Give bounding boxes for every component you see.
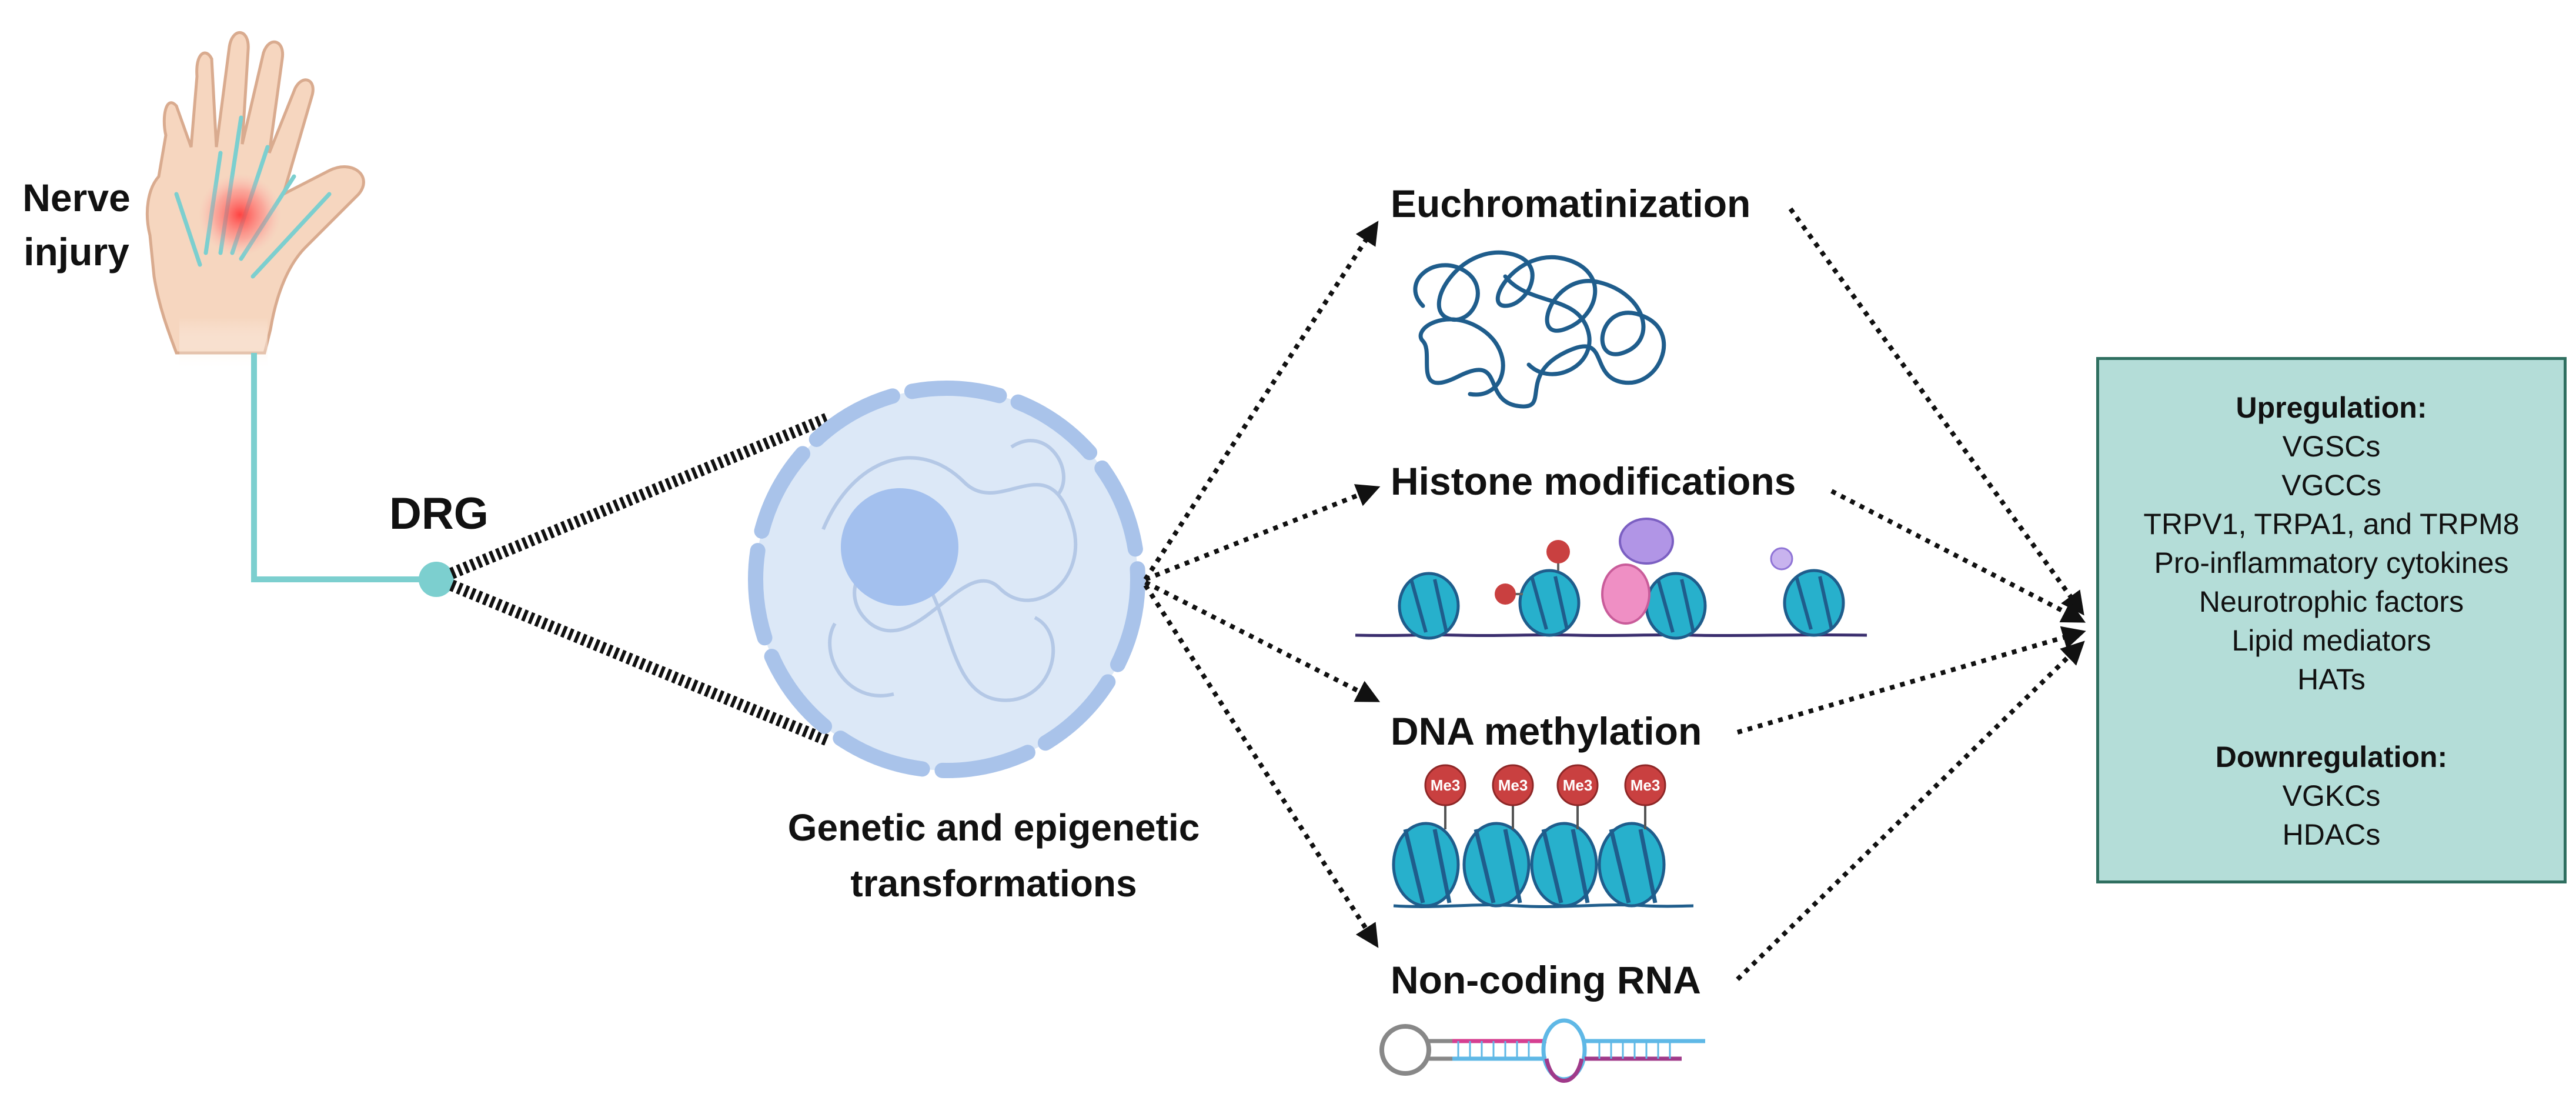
nucleus-to-mechanism-arrows [1143,221,1381,948]
regulation-summary-box: Upregulation: VGSCs VGCCs TRPV1, TRPA1, … [2096,357,2567,883]
injury-site-icon [199,174,281,256]
drg-node-icon [419,562,454,597]
upregulation-item: HATs [2297,663,2365,696]
histone-modification-icon [1355,518,1867,640]
dna-methylation-label: DNA methylation [1391,709,1702,753]
mechanism-to-result-arrows [1736,207,2086,981]
nerve-injury-line-2: injury [24,230,129,274]
dna-methylation-icon: Me3 Me3 Me3 Me3 [1392,764,1694,908]
downregulation-item: VGKCs [2282,779,2381,812]
upregulation-item: VGCCs [2281,469,2381,502]
zoom-lines [449,412,831,747]
upregulation-item: Neurotrophic factors [2199,585,2464,618]
me3-label: Me3 [1631,776,1660,794]
non-coding-rna-label: Non-coding RNA [1391,958,1701,1002]
upregulation-item: Pro-inflammatory cytokines [2154,546,2509,579]
nerve-injury-label: Nerve injury [18,171,135,279]
upregulation-item: VGSCs [2282,430,2381,463]
histone-modifications-label: Histone modifications [1391,459,1796,503]
me3-label: Me3 [1498,776,1528,794]
euchromatin-icon [1413,250,1666,409]
section-spacer [2099,699,2564,738]
me3-label: Me3 [1431,776,1461,794]
downregulation-item: HDACs [2282,818,2381,851]
euchromatinization-label: Euchromatinization [1391,182,1751,225]
nerve-injury-line-1: Nerve [22,176,131,219]
non-coding-rna-icon [1379,1018,1705,1083]
hand-illustration [145,31,365,371]
me3-label: Me3 [1563,776,1593,794]
nerve-fiber [251,353,436,582]
upregulation-title: Upregulation: [2236,391,2427,424]
upregulation-item: TRPV1, TRPA1, and TRPM8 [2143,508,2520,541]
genetic-line-2: transformations [850,862,1137,905]
nucleus-illustration [748,381,1145,778]
drg-label: DRG [389,489,489,539]
genetic-transformations-label: Genetic and epigenetic transformations [729,800,1258,912]
nucleolus [841,488,958,606]
genetic-line-1: Genetic and epigenetic [787,806,1200,849]
upregulation-item: Lipid mediators [2231,624,2431,657]
downregulation-title: Downregulation: [2215,741,2448,773]
